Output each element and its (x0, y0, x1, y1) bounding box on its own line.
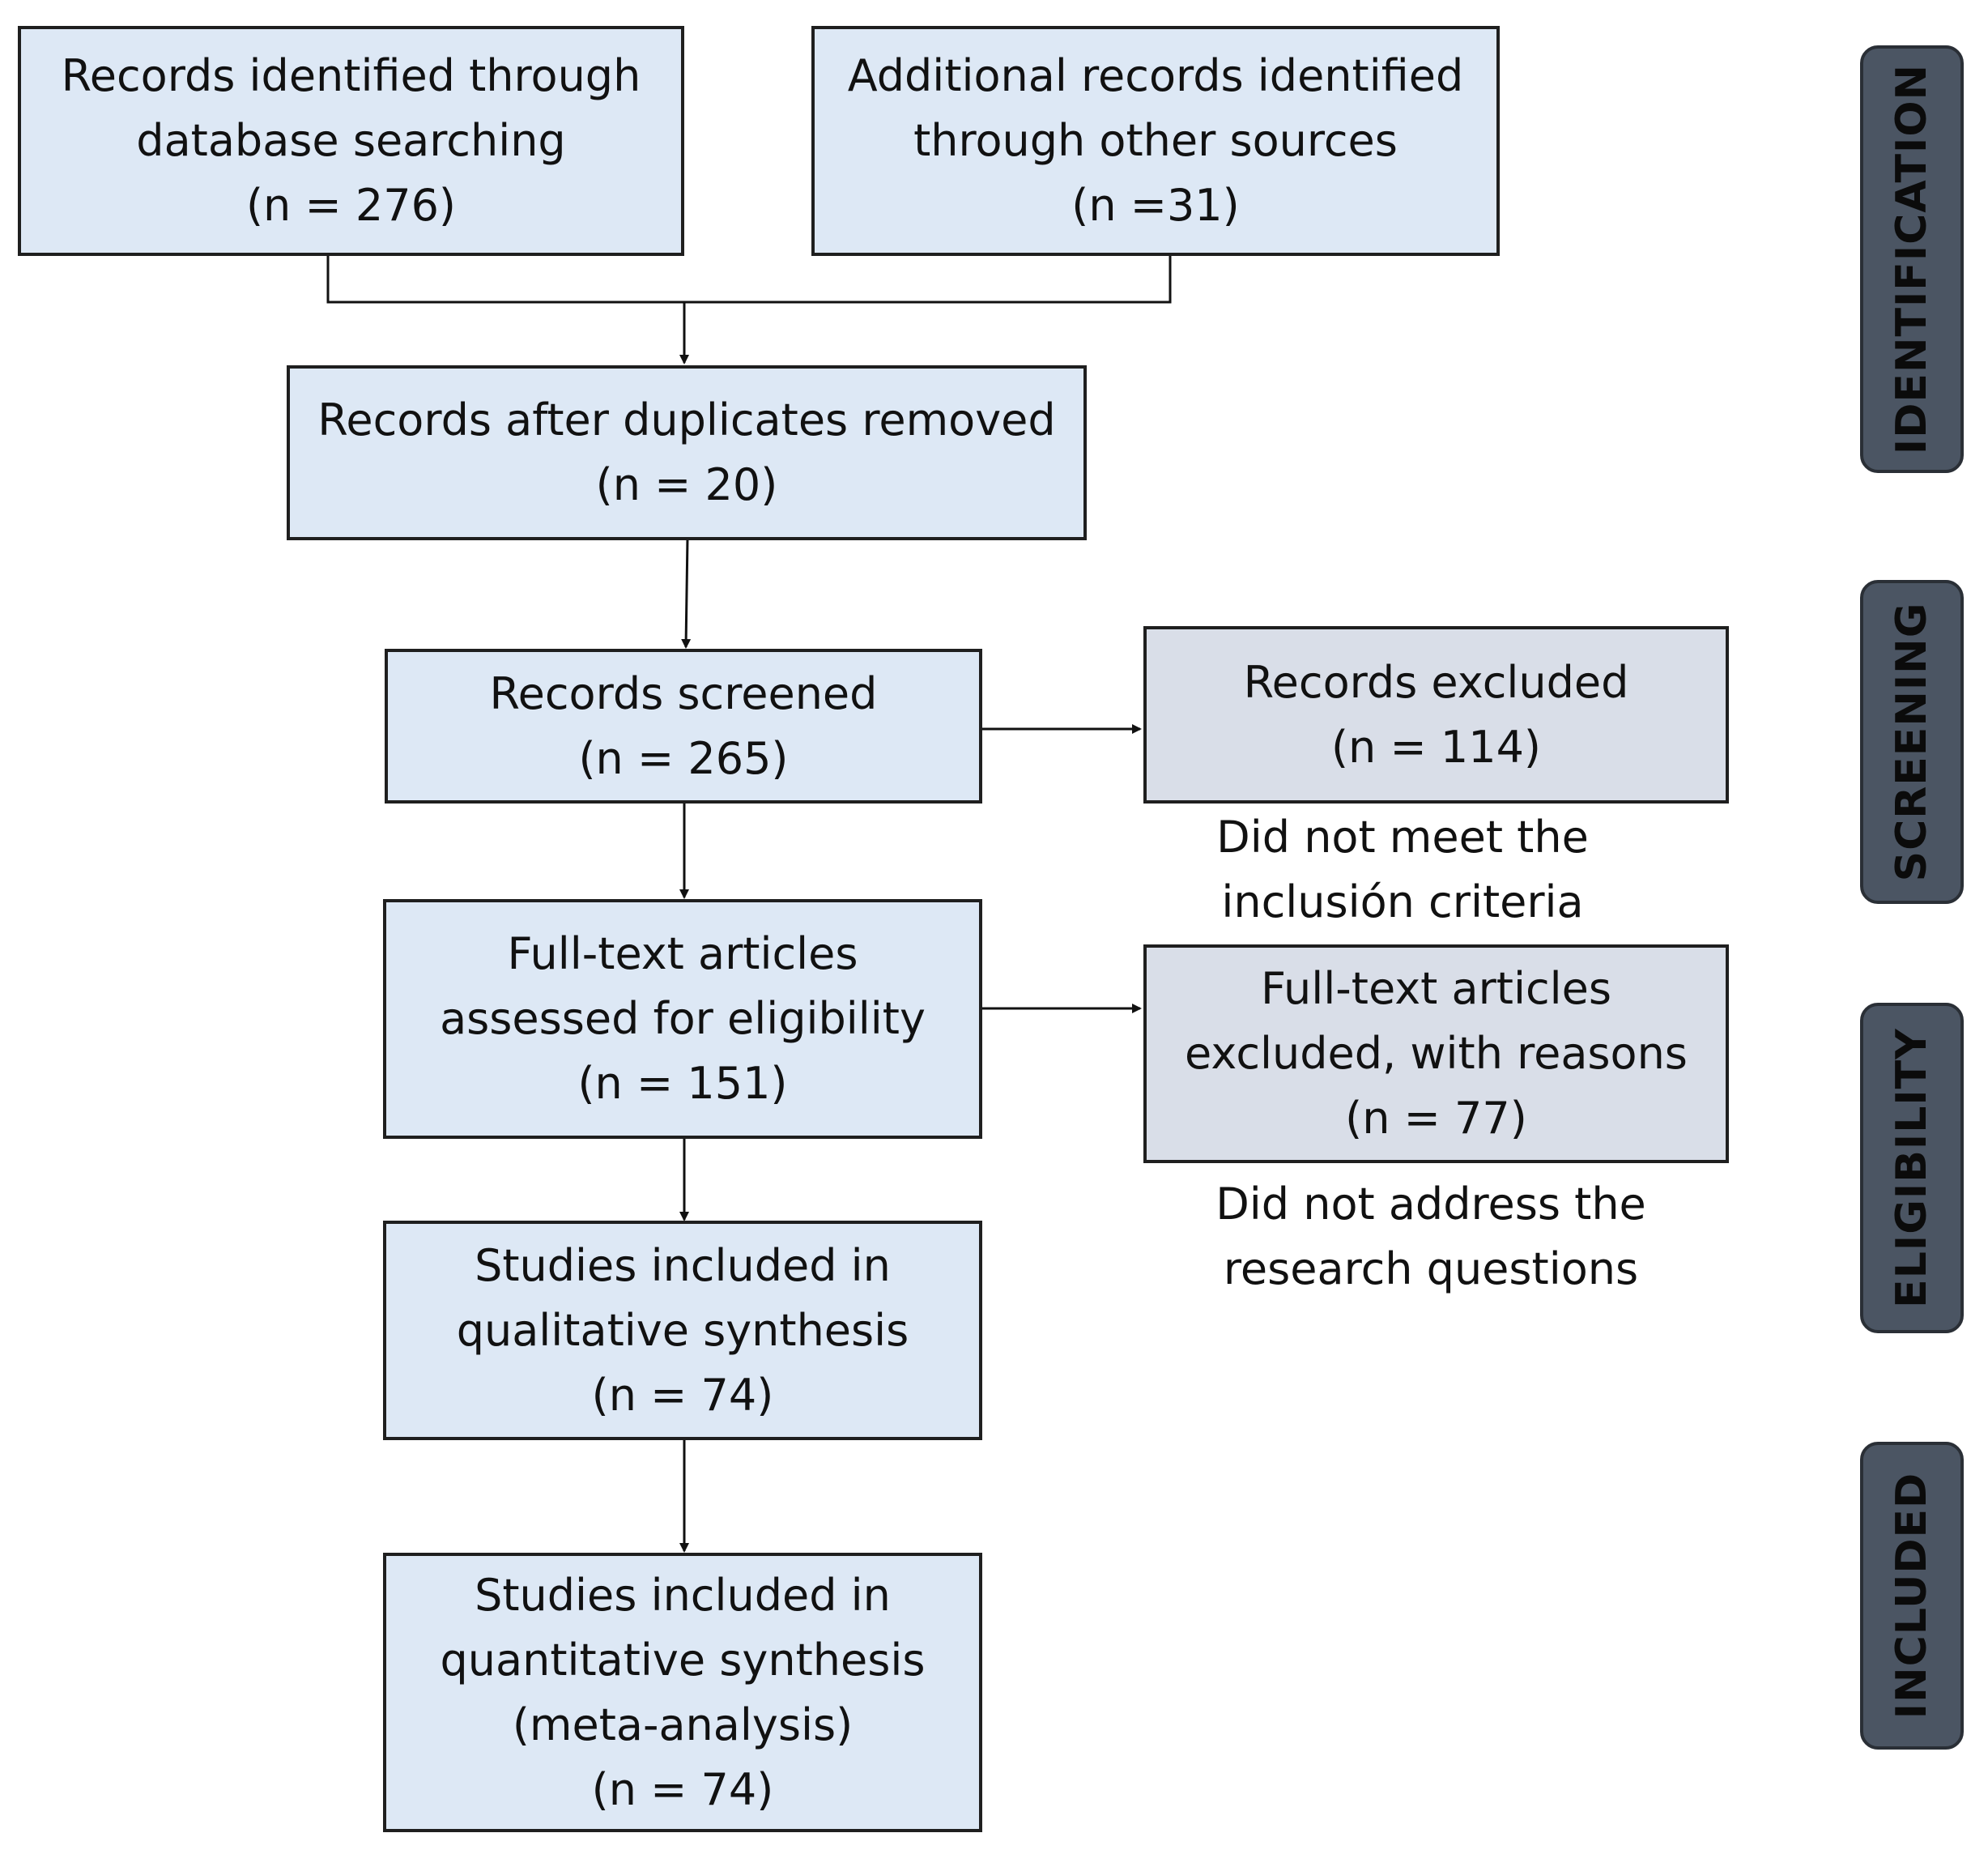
stage-included: INCLUDED (1860, 1442, 1964, 1750)
box-line: excluded, with reasons (1185, 1028, 1688, 1079)
stage-screening: SCREENING (1860, 580, 1964, 904)
box-line: Records identified through (61, 50, 641, 101)
screening-exclusion-reason: Did not meet the inclusión criteria (1143, 805, 1662, 935)
box-line: Records after duplicates removed (317, 394, 1056, 445)
other-sources-box: Additional records identified through ot… (811, 26, 1500, 256)
box-line: quantitative synthesis (440, 1634, 926, 1686)
box-line: (n = 114) (1330, 721, 1541, 773)
box-line: (n = 276) (245, 180, 456, 231)
box-line: qualitative synthesis (456, 1304, 909, 1356)
box-line: through other sources (913, 115, 1398, 166)
full-text-assessed-box: Full-text articles assessed for eligibil… (383, 899, 982, 1139)
arrow-to-screened (681, 537, 692, 649)
full-text-excluded-box: Full-text articles excluded, with reason… (1143, 944, 1729, 1163)
stage-label: SCREENING (1888, 602, 1936, 882)
box-line: (n = 151) (577, 1058, 788, 1109)
box-line: (n = 74) (591, 1369, 774, 1421)
box-line: database searching (136, 115, 566, 166)
box-line: Additional records identified (847, 50, 1464, 101)
note-line: research questions (1223, 1243, 1639, 1294)
box-line: (meta-analysis) (512, 1699, 854, 1750)
box-line: Studies included in (475, 1239, 891, 1291)
box-line: Records screened (489, 667, 878, 719)
box-line: (n =31) (1071, 180, 1240, 231)
records-screened-box: Records screened (n = 265) (385, 649, 982, 804)
duplicates-removed-box: Records after duplicates removed (n = 20… (287, 365, 1087, 540)
stage-label: IDENTIFICATION (1888, 63, 1936, 455)
quantitative-synthesis-box: Studies included in quantitative synthes… (383, 1553, 982, 1832)
records-excluded-box: Records excluded (n = 114) (1143, 626, 1729, 804)
merge-connector (326, 255, 1172, 304)
stage-identification: IDENTIFICATION (1860, 45, 1964, 473)
note-line: Did not address the (1215, 1179, 1646, 1230)
box-line: Full-text articles (507, 928, 858, 979)
box-line: (n = 77) (1345, 1093, 1527, 1144)
database-search-box: Records identified through database sear… (18, 26, 684, 256)
qualitative-synthesis-box: Studies included in qualitative synthesi… (383, 1221, 982, 1440)
box-line: (n = 265) (578, 732, 789, 784)
stage-label: ELIGIBILITY (1888, 1028, 1936, 1308)
eligibility-exclusion-reason: Did not address the research questions (1168, 1172, 1694, 1302)
box-line: (n = 74) (591, 1763, 774, 1815)
note-line: inclusión criteria (1221, 876, 1584, 927)
box-line: (n = 20) (595, 459, 778, 510)
box-line: Studies included in (475, 1569, 891, 1621)
box-line: Full-text articles (1260, 963, 1612, 1014)
stage-label: INCLUDED (1888, 1472, 1936, 1720)
note-line: Did not meet the (1216, 812, 1589, 863)
box-line: assessed for eligibility (440, 993, 926, 1044)
stage-eligibility: ELIGIBILITY (1860, 1003, 1964, 1333)
box-line: Records excluded (1243, 656, 1629, 708)
